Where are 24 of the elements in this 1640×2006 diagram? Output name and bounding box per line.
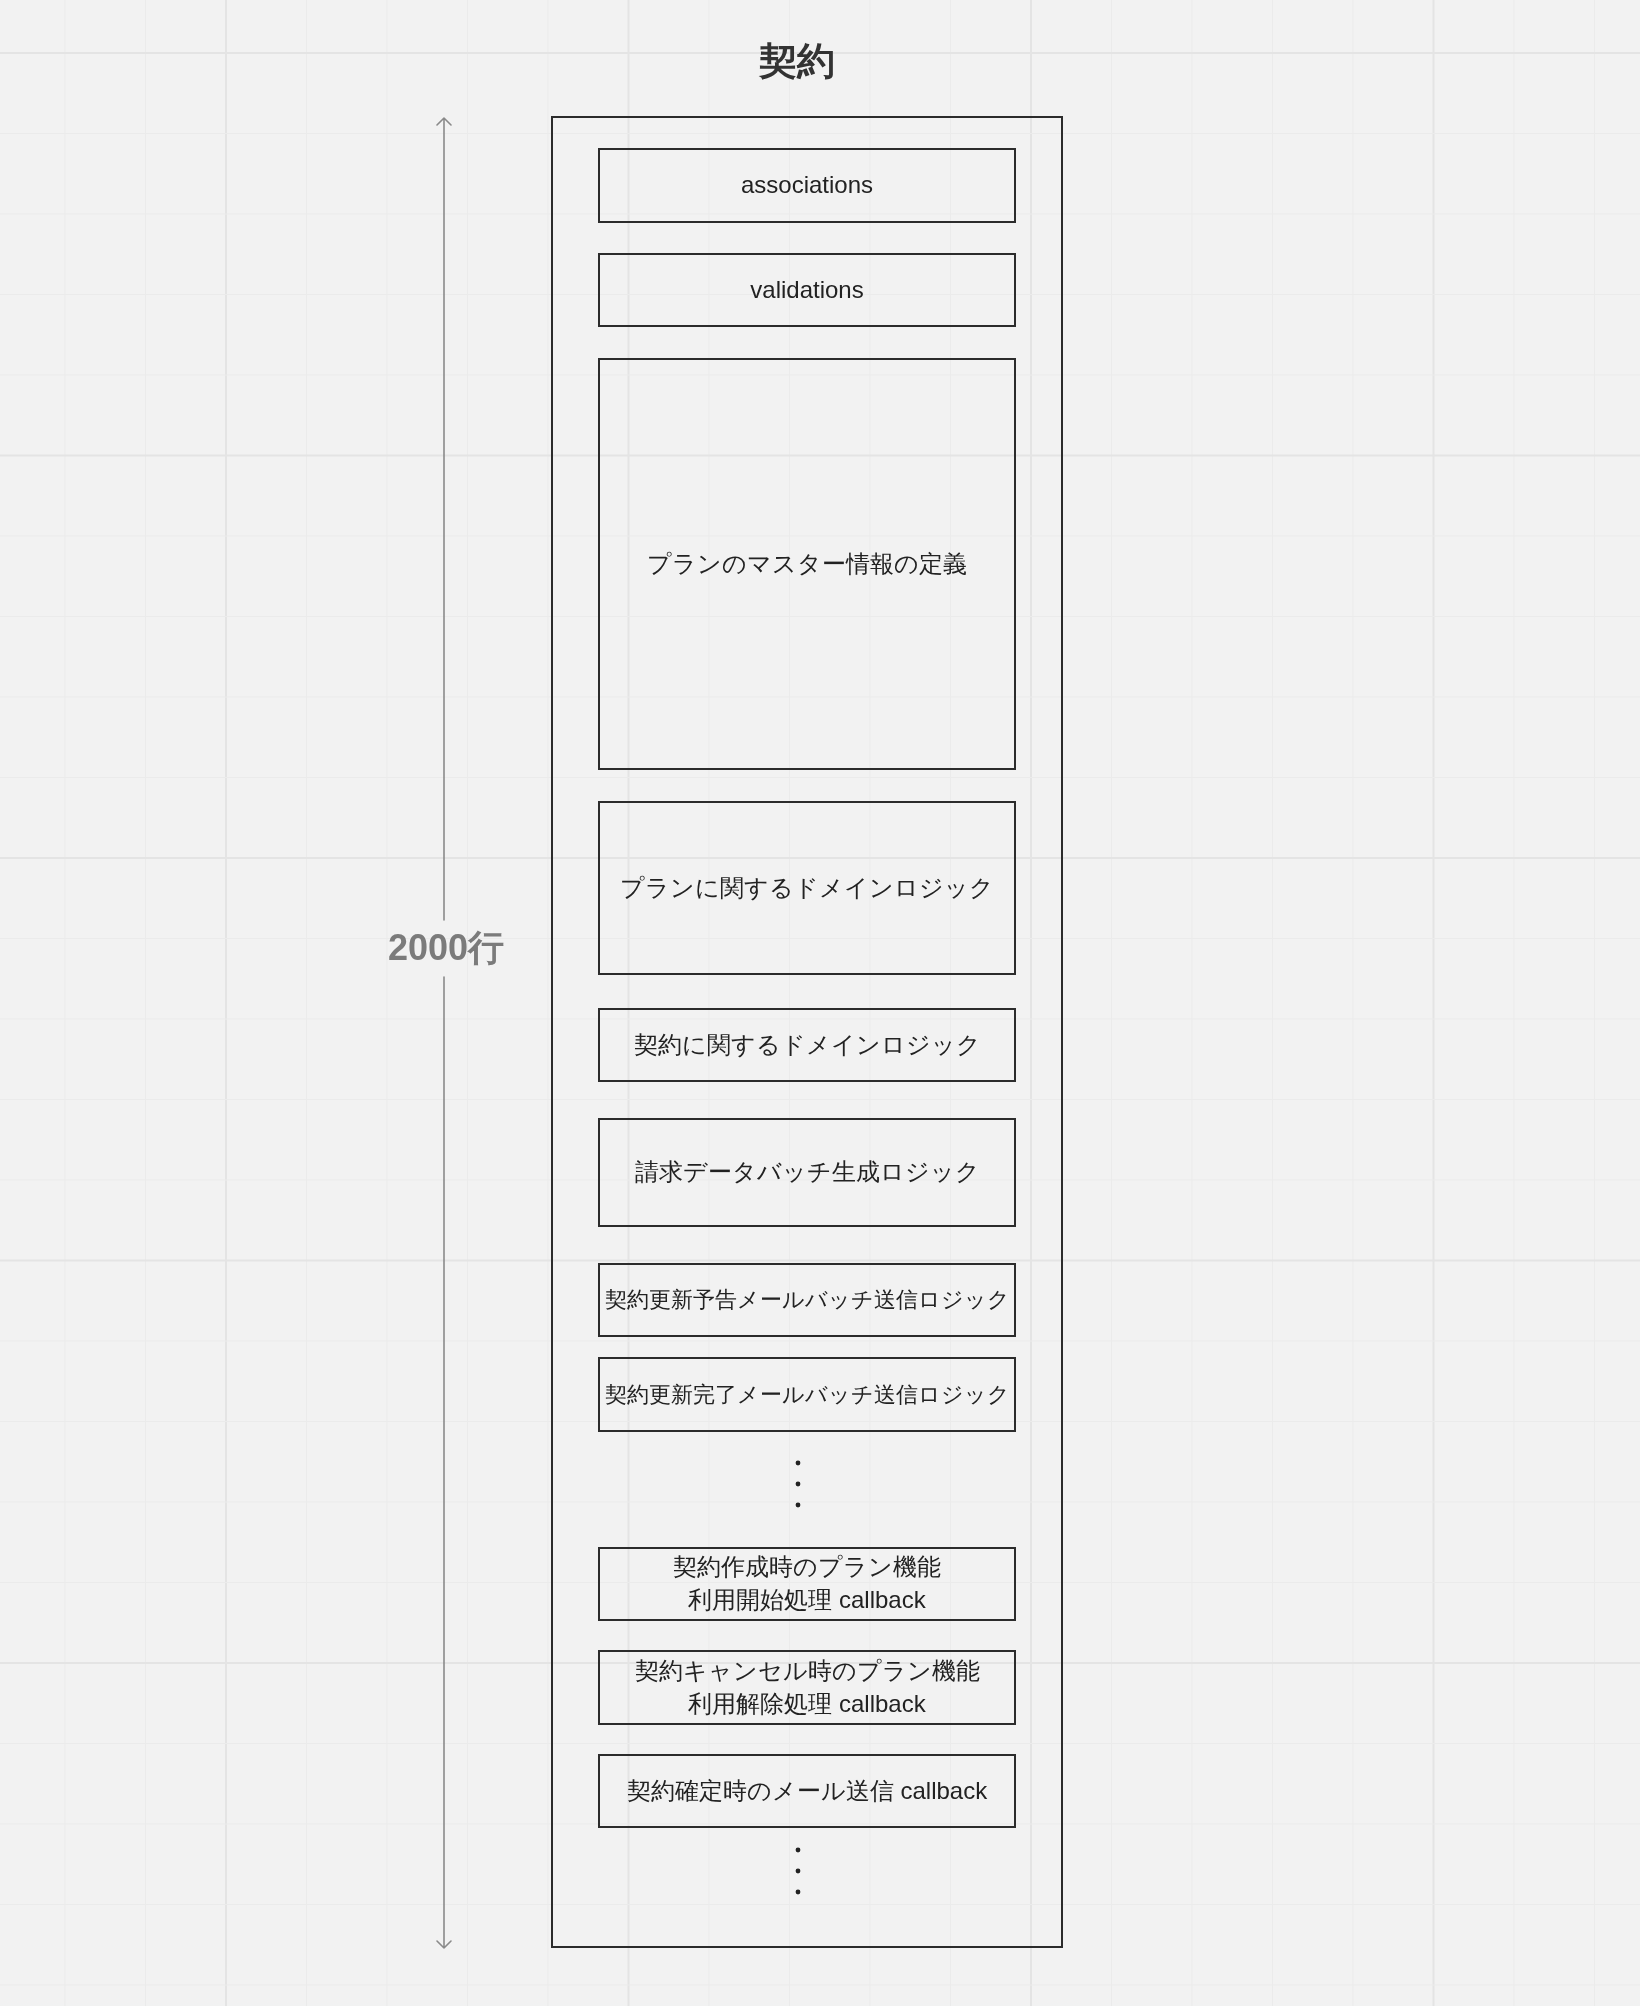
dimension-label: 2000行 [387, 926, 505, 970]
section-box [598, 1754, 1016, 1828]
box-label: 契約更新予告メールバッチ送信ロジック [604, 1286, 1010, 1315]
section-box [598, 253, 1016, 327]
title: 契約 [759, 39, 835, 85]
box-label: 契約キャンセル時のプラン機能利用解除処理 callback [633, 1655, 981, 1719]
section-box [598, 1547, 1016, 1621]
section-box [598, 358, 1016, 770]
box-label: 契約確定時のメール送信 callback [626, 1775, 988, 1806]
box-label: validations [750, 274, 864, 305]
box-label: 契約作成時のプラン機能利用開始処理 callback [672, 1552, 942, 1615]
section-box [598, 801, 1016, 975]
box-label: プランに関するドメインロジック [620, 872, 994, 903]
box-label: 契約更新完了メールバッチ送信ロジック [604, 1380, 1010, 1409]
section-box [598, 1650, 1016, 1725]
section-box [598, 1357, 1016, 1432]
box-label: プランのマスター情報の定義 [647, 548, 967, 579]
box-label: 請求データバッチ生成ロジック [634, 1157, 980, 1188]
section-box [598, 1263, 1016, 1337]
section-box [598, 148, 1016, 223]
section-box [598, 1008, 1016, 1082]
box-label: 契約に関するドメインロジック [633, 1029, 981, 1060]
section-box [598, 1118, 1016, 1227]
box-label: associations [740, 170, 874, 201]
